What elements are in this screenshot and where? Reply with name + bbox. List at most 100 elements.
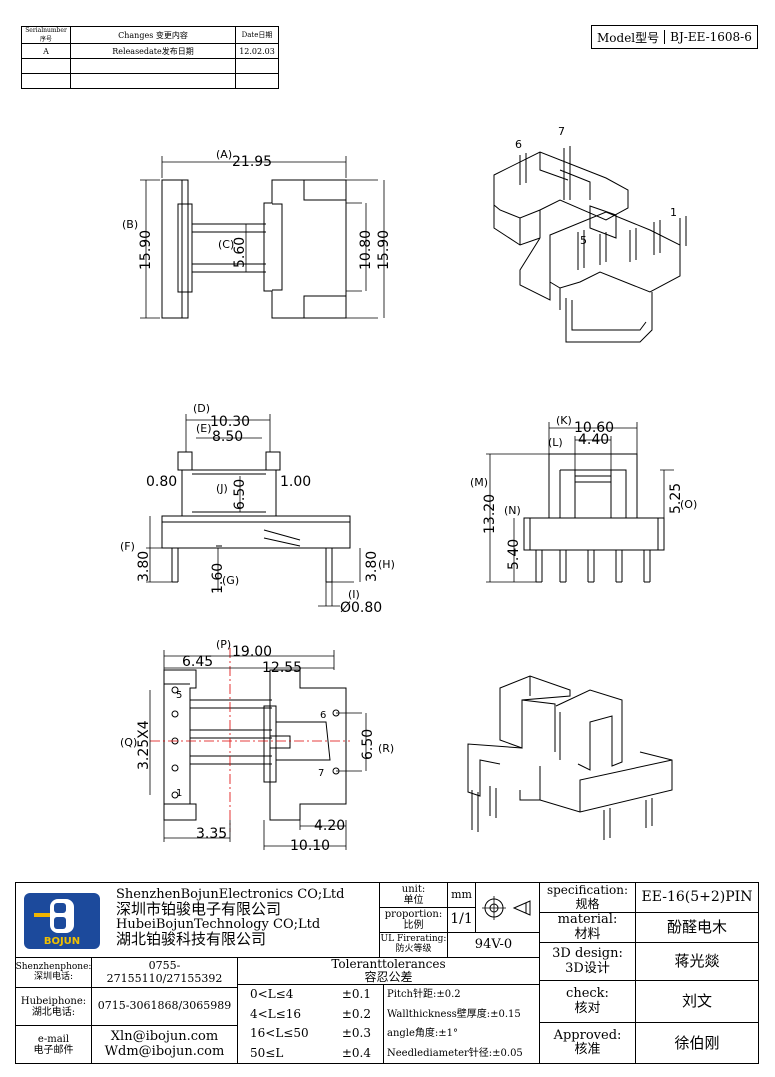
shenzhen-label: Shenzhenphone: 深圳电话: [16, 958, 92, 988]
company-en-1: ShenzhenBojunElectronics CO;Ltd [116, 887, 345, 902]
model-box: Model型号 BJ-EE-1608-6 [591, 25, 758, 49]
dim-Q-label: (Q) [120, 736, 137, 749]
dim-I-label: (I) [348, 588, 360, 601]
dim-B-label: (B) [122, 218, 138, 231]
fire-value: 94V-0 [448, 933, 540, 958]
dim-H-label: (H) [378, 558, 395, 571]
iso-pin-7: 7 [558, 125, 565, 138]
proportion-label: proportion: 比例 [380, 908, 448, 933]
note-angle: angle角度:±1° [387, 1028, 459, 1040]
dim-N-value: 5.40 [506, 539, 522, 570]
approved-label: Approved: 核准 [540, 1023, 636, 1063]
unit-label: unit: 单位 [380, 883, 448, 908]
dim-G-label: (G) [222, 574, 239, 587]
tol-range: 16<L≤50 [250, 1026, 309, 1041]
email-link-2[interactable]: Wdm@ibojun.com [104, 1043, 225, 1059]
iso-view-top [493, 146, 687, 343]
material-label: material: 材料 [540, 913, 636, 943]
unit-value: mm [448, 883, 476, 908]
dim-6-45: 6.45 [182, 654, 213, 670]
tol-range: 0<L≤4 [250, 987, 294, 1002]
dim-B-value: 15.90 [138, 230, 154, 270]
dim-H-value: 3.80 [364, 551, 380, 582]
dim-N-label: (N) [504, 504, 521, 517]
front-view [140, 156, 385, 319]
technical-drawing: (A) 21.95 (B) 15.90 (C) 5.60 10.80 15.90… [120, 125, 697, 854]
tol-range: 50≤L [250, 1045, 284, 1060]
email-cell: Xln@ibojun.com Wdm@ibojun.com [92, 1026, 238, 1063]
company-cn-2: 湖北铂骏科技有限公司 [116, 930, 267, 948]
dim-10-10: 10.10 [290, 838, 330, 854]
dim-P-label: (P) [216, 638, 231, 651]
dim-K-value: 10.60 [574, 420, 614, 436]
dim-K-label: (K) [556, 414, 572, 427]
revision-table: Serialnumber序号 Changes 变更内容 Date日期 A Rel… [21, 26, 279, 89]
company-cn-1: 深圳市铂骏电子有限公司 [116, 900, 282, 918]
company-cell: BOJUN ShenzhenBojunElectronics CO;Ltd 深圳… [16, 883, 380, 958]
company-en-2: HubeiBojunTechnology CO;Ltd [116, 917, 321, 932]
dim-M-label: (M) [470, 476, 488, 489]
projection-icon [481, 895, 530, 920]
dim-I-value: Ø0.80 [340, 600, 382, 616]
hubei-value: 0715-3061868/3065989 [92, 988, 238, 1026]
dim-L-label: (L) [548, 436, 563, 449]
proportion-value: 1/1 [448, 908, 476, 933]
dim-A-value: 21.95 [232, 154, 272, 170]
dim-R-value: 6.50 [360, 729, 376, 760]
tol-value: ±0.1 [341, 987, 371, 1002]
logo: BOJUN [24, 893, 100, 949]
fire-label: UL Firerating: 防火等级 [380, 933, 448, 958]
tol-value: ±0.3 [341, 1026, 371, 1041]
top-pin-5: 5 [176, 690, 182, 701]
check-label: check: 核对 [540, 981, 636, 1023]
shenzhen-value: 0755-27155110/27155392 [92, 958, 238, 988]
title-block: BOJUN ShenzhenBojunElectronics CO;Ltd 深圳… [15, 882, 759, 1064]
tol-value: ±0.4 [341, 1045, 371, 1060]
dim-E-label: (E) [196, 422, 212, 435]
note-wall: Wallthickness壁厚度:±0.15 [387, 1008, 521, 1020]
dim-M-value: 13.20 [482, 494, 498, 534]
spec-value: EE-16(5+2)PIN [636, 883, 758, 913]
dim-C-label: (C) [218, 238, 234, 251]
dim-J-value: 6.50 [232, 479, 248, 510]
dim-12-55: 12.55 [262, 660, 302, 676]
spec-label: specification: 规格 [540, 883, 636, 913]
note-pitch: Pitch针距:±0.2 [387, 989, 461, 1001]
dim-E-value: 8.50 [212, 429, 243, 445]
note-needle: Needlediameter针径:±0.05 [387, 1047, 523, 1059]
dim-10-80: 10.80 [358, 230, 374, 270]
dim-F-label: (F) [120, 540, 135, 553]
model-label: Model型号 [597, 30, 660, 45]
dim-1-00: 1.00 [280, 474, 311, 490]
dim-Q-value: 3.25X4 [136, 720, 152, 770]
dim-4-20: 4.20 [314, 818, 345, 834]
rev-cell [235, 73, 279, 89]
dim-F-value: 3.80 [136, 551, 152, 582]
top-pin-1: 1 [176, 788, 182, 799]
tolerance-title: Toleranttolerances 容忍公差 [238, 957, 540, 985]
check-value: 刘文 [636, 981, 758, 1023]
dim-R-label: (R) [378, 742, 394, 755]
end-view [486, 422, 674, 583]
email-link-1[interactable]: Xln@ibojun.com [110, 1029, 219, 1045]
model-value: BJ-EE-1608-6 [664, 30, 757, 44]
projection-symbol [476, 883, 540, 933]
top-pin-7: 7 [318, 768, 324, 779]
iso-pin-6: 6 [515, 138, 522, 151]
dim-G-value: 1.60 [210, 563, 226, 594]
dim-O-label: (O) [680, 498, 697, 511]
material-value: 酚醛电木 [636, 913, 758, 943]
tol-range: 4<L≤16 [250, 1006, 301, 1021]
logo-text: BOJUN [43, 936, 81, 947]
email-label: e-mail 电子邮件 [16, 1026, 92, 1063]
top-view [149, 648, 367, 850]
dim-P-value: 19.00 [232, 644, 272, 660]
tolerance-table: 0<L≤4 ±0.1 4<L≤16 ±0.2 16<L≤50 ±0.3 50≤L ±0.… [238, 985, 384, 1063]
top-pin-6: 6 [320, 710, 326, 721]
dim-L-value: 4.40 [578, 432, 609, 448]
design-label: 3D design: 3D设计 [540, 943, 636, 981]
dim-D-value: 10.30 [210, 414, 250, 430]
dim-A-label: (A) [216, 148, 232, 161]
tol-value: ±0.2 [341, 1006, 371, 1021]
approved-value: 徐伯刚 [674, 1033, 720, 1052]
